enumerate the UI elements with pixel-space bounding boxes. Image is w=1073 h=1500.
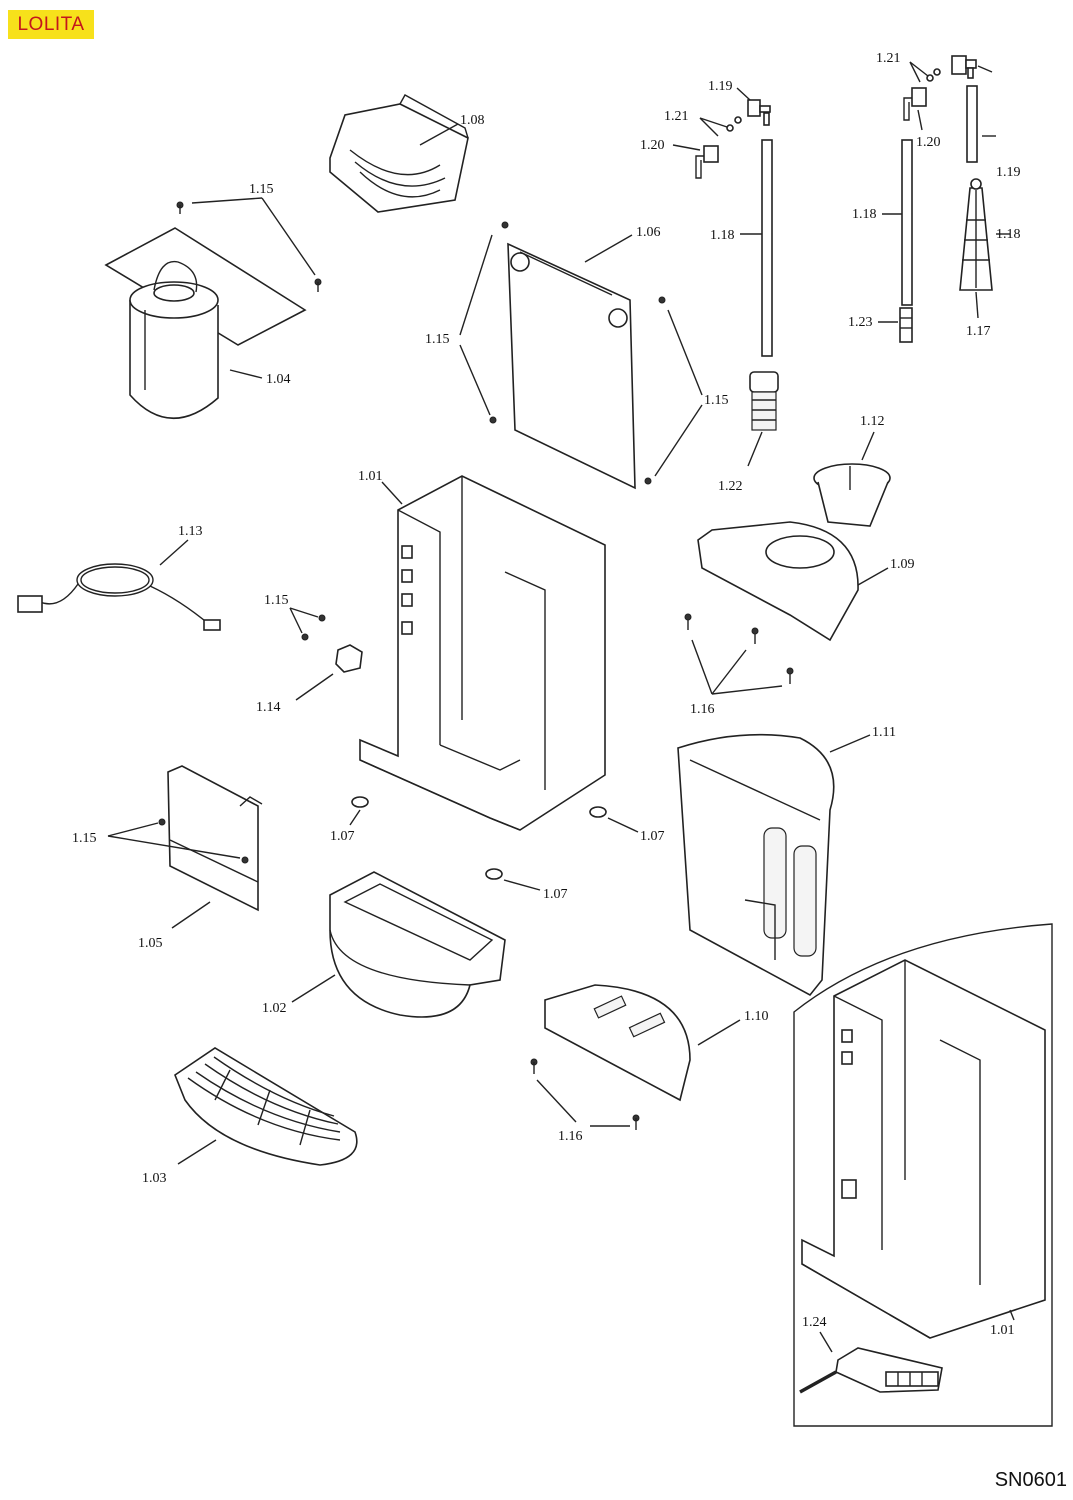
callout-1-01-inset: 1.01 bbox=[990, 1323, 1015, 1338]
part-1-19-short-pipe bbox=[966, 85, 978, 163]
part-1-07-foot-left bbox=[351, 796, 369, 808]
part-1-04-water-tank bbox=[104, 227, 307, 420]
callout-1-18-right-b: 1.18 bbox=[996, 227, 1021, 242]
callout-1-12: 1.12 bbox=[860, 414, 885, 429]
callout-1-02: 1.02 bbox=[262, 1001, 287, 1016]
callout-1-07-front: 1.07 bbox=[543, 887, 568, 902]
callout-1-11: 1.11 bbox=[872, 725, 896, 740]
part-1-01-housing-main bbox=[359, 475, 606, 831]
callout-1-17: 1.17 bbox=[966, 324, 991, 339]
part-1-18-pipe-center bbox=[761, 139, 773, 357]
callout-1-15-panel-right: 1.15 bbox=[704, 393, 729, 408]
callout-1-16-bottom: 1.16 bbox=[558, 1129, 583, 1144]
callout-1-07-left: 1.07 bbox=[330, 829, 355, 844]
callout-1-05: 1.05 bbox=[138, 936, 163, 951]
part-1-05-bracket bbox=[167, 765, 263, 912]
model-badge: LOLITA bbox=[8, 10, 94, 39]
callout-1-08: 1.08 bbox=[460, 113, 485, 128]
callout-1-21-right: 1.21 bbox=[876, 51, 901, 66]
callout-1-18-center: 1.18 bbox=[710, 228, 735, 243]
callout-1-01-main: 1.01 bbox=[358, 469, 383, 484]
callout-1-06: 1.06 bbox=[636, 225, 661, 240]
callout-1-14: 1.14 bbox=[256, 700, 281, 715]
callout-1-07-right: 1.07 bbox=[640, 829, 665, 844]
callout-1-04: 1.04 bbox=[266, 372, 291, 387]
callout-1-15-switch: 1.15 bbox=[264, 593, 289, 608]
callout-1-20-right: 1.20 bbox=[916, 135, 941, 150]
callout-1-15-panel-left: 1.15 bbox=[425, 332, 450, 347]
part-1-01-housing-inset bbox=[801, 959, 1046, 1339]
callout-1-03: 1.03 bbox=[142, 1171, 167, 1186]
callout-1-24: 1.24 bbox=[802, 1315, 827, 1330]
callout-1-21-left: 1.21 bbox=[664, 109, 689, 124]
callout-1-20-left: 1.20 bbox=[640, 138, 665, 153]
part-1-14-switch bbox=[335, 644, 363, 673]
part-1-10-support-plate bbox=[544, 984, 691, 1102]
part-1-11-water-container bbox=[677, 733, 835, 997]
part-1-09-top-cover bbox=[697, 521, 859, 642]
part-1-19-valve-fitting bbox=[747, 99, 771, 126]
part-1-24-control-board bbox=[799, 1347, 943, 1394]
part-1-12-cup bbox=[813, 463, 891, 527]
part-1-08-cup-grille bbox=[329, 94, 469, 213]
callout-1-23: 1.23 bbox=[848, 315, 873, 330]
callout-1-19-right: 1.19 bbox=[996, 165, 1021, 180]
inset-frame bbox=[793, 923, 1053, 1427]
part-1-20-elbow-connector bbox=[695, 145, 719, 179]
callout-1-13: 1.13 bbox=[178, 524, 203, 539]
callout-1-15-tank: 1.15 bbox=[249, 182, 274, 197]
callout-1-18-right-a: 1.18 bbox=[852, 207, 877, 222]
part-1-19-valve-fitting-right bbox=[951, 55, 977, 79]
document-code: SN0601 bbox=[994, 1469, 1067, 1491]
callout-1-22: 1.22 bbox=[718, 479, 743, 494]
callout-1-16-top: 1.16 bbox=[690, 702, 715, 717]
part-1-23-valve bbox=[899, 307, 913, 343]
part-1-22-filter bbox=[749, 371, 779, 431]
callout-1-19-left: 1.19 bbox=[708, 79, 733, 94]
part-1-07-foot-front bbox=[485, 868, 503, 880]
part-1-06-back-panel bbox=[507, 242, 636, 490]
part-1-20-elbow-right bbox=[903, 87, 927, 121]
callout-1-15-bracket: 1.15 bbox=[72, 831, 97, 846]
part-1-13-power-cord bbox=[17, 563, 221, 631]
callout-1-10: 1.10 bbox=[744, 1009, 769, 1024]
part-1-18-pipe-right bbox=[901, 139, 913, 306]
part-1-07-foot-right bbox=[589, 806, 607, 818]
part-1-02-drip-tray bbox=[329, 871, 506, 1018]
part-1-17-filter-brush bbox=[959, 178, 993, 291]
part-1-03-drip-grille bbox=[174, 1047, 358, 1166]
callout-1-09: 1.09 bbox=[890, 557, 915, 572]
